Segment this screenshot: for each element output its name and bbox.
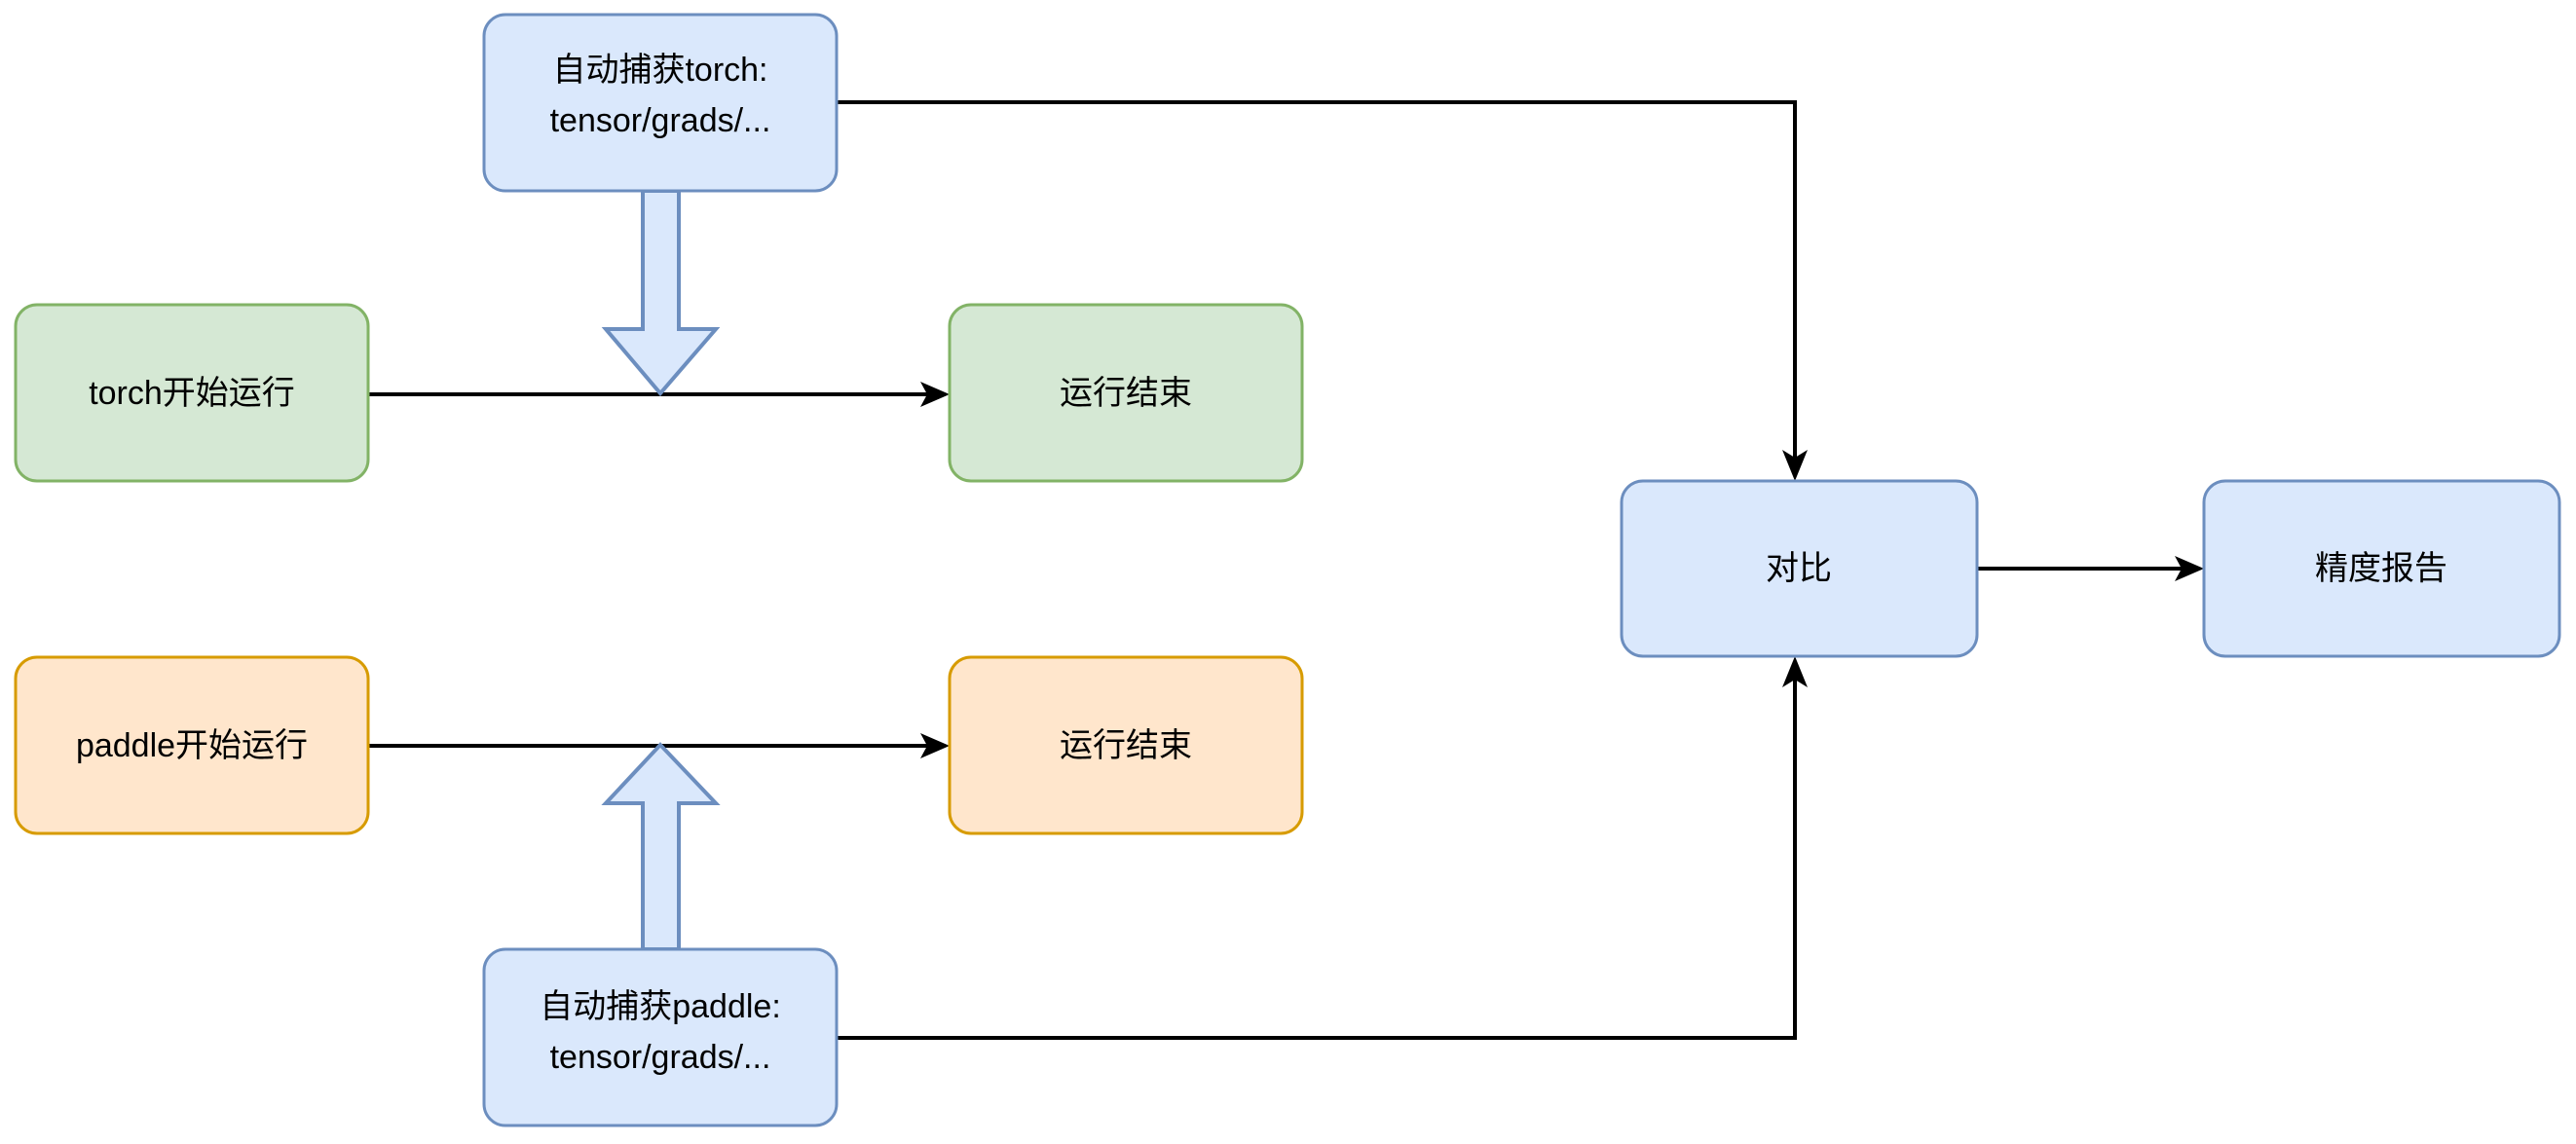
node-torch-end-label: 运行结束 <box>1060 375 1192 412</box>
node-paddle-start[interactable]: paddle开始运行 <box>14 655 370 835</box>
edge-paddle-start-to-end <box>368 733 950 758</box>
node-capture-torch-label-line1: 自动捕获torch: <box>552 52 767 89</box>
edge-torch-start-to-end <box>368 382 950 407</box>
node-torch-start-label: torch开始运行 <box>89 375 295 412</box>
node-torch-start[interactable]: torch开始运行 <box>14 303 370 483</box>
arrowhead-icon <box>920 382 950 407</box>
node-paddle-end-label: 运行结束 <box>1060 727 1192 764</box>
node-torch-start-shape[interactable] <box>14 303 370 483</box>
block-arrow-down-icon <box>601 189 721 397</box>
node-capture-torch-label-line2: tensor/grads/... <box>550 102 771 139</box>
node-paddle-end[interactable]: 运行结束 <box>948 655 1304 835</box>
node-paddle-start-shape[interactable] <box>14 655 370 835</box>
node-capture-paddle-shape[interactable] <box>482 947 839 1127</box>
arrowhead-icon <box>1782 656 1808 687</box>
edge-capture-torch-to-compare <box>837 100 1808 481</box>
node-torch-end-shape[interactable] <box>948 303 1304 483</box>
node-compare[interactable]: 对比 <box>1620 479 1979 658</box>
node-capture-paddle-label-line1: 自动捕获paddle: <box>540 988 781 1025</box>
node-accuracy-report-label: 精度报告 <box>2315 550 2447 587</box>
edge-capture-paddle-to-compare <box>837 656 1808 1040</box>
node-capture-torch-shape[interactable] <box>482 13 839 193</box>
arrowhead-icon <box>1782 450 1808 481</box>
edge-compare-to-report <box>1977 556 2204 581</box>
node-accuracy-report-shape[interactable] <box>2202 479 2561 658</box>
arrowhead-icon <box>2175 556 2204 581</box>
node-paddle-start-label: paddle开始运行 <box>76 727 308 764</box>
node-paddle-end-shape[interactable] <box>948 655 1304 835</box>
node-capture-paddle-label-line2: tensor/grads/... <box>550 1039 771 1076</box>
node-accuracy-report[interactable]: 精度报告 <box>2202 479 2561 658</box>
node-compare-label: 对比 <box>1766 550 1832 587</box>
block-arrow-up-icon <box>601 742 721 951</box>
node-capture-torch[interactable]: 自动捕获torch: tensor/grads/... <box>482 13 839 193</box>
arrowhead-icon <box>920 733 950 758</box>
node-capture-paddle[interactable]: 自动捕获paddle: tensor/grads/... <box>482 947 839 1127</box>
node-compare-shape[interactable] <box>1620 479 1979 658</box>
node-torch-end[interactable]: 运行结束 <box>948 303 1304 483</box>
